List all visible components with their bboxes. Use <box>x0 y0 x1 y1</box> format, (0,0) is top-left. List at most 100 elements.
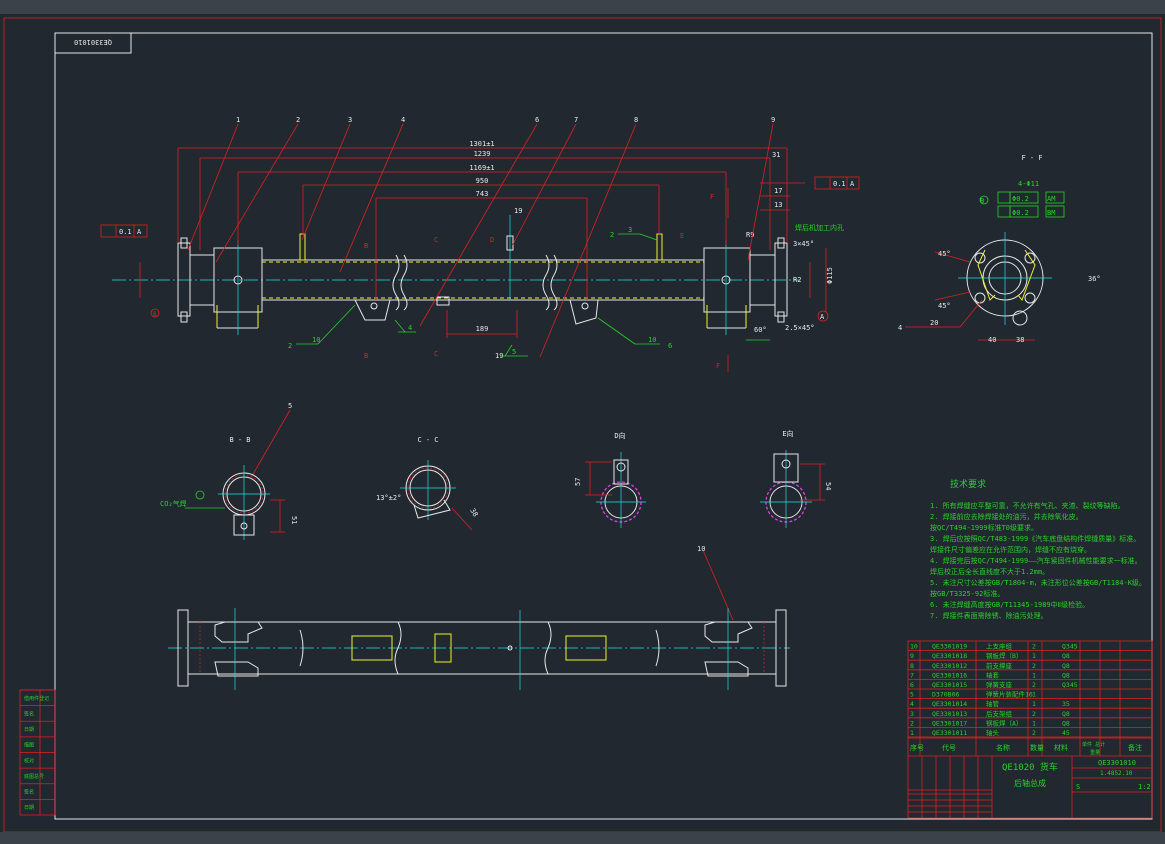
balloon-10: 10 <box>697 545 705 553</box>
dim-d115: Φ115 <box>826 267 834 284</box>
bom-header-weight: 单件 总计 <box>1082 741 1105 748</box>
balloon-2: 2 <box>296 116 300 124</box>
bom-cell-name: 轴套 <box>986 670 1000 679</box>
side-strip-cell: 借用件登记 <box>24 695 49 702</box>
bom-cell-mat: Q8 <box>1062 652 1070 660</box>
bottom-plan-view <box>168 608 790 690</box>
dim-chamfer-25: 2.5×45° <box>785 324 815 332</box>
weld-label-6: 10 <box>648 336 656 344</box>
side-strip-cell: 签名 <box>24 789 34 796</box>
bom-cell-no: 5 <box>910 691 914 699</box>
top-toolbar-strip <box>0 0 1165 14</box>
view-title-bb: B - B <box>229 436 250 444</box>
main-view: B <box>100 116 860 621</box>
bom-cell-qty: 1 <box>1032 652 1036 660</box>
bom-cell-code: QE3301018 <box>932 652 967 660</box>
section-mark-c-top: C <box>434 236 438 244</box>
ff-dim-4: 4 <box>898 324 902 332</box>
weld-label-7: 2 <box>610 231 614 239</box>
bom-cell-qty: 1 <box>1032 691 1036 699</box>
ff-dim-40: 40 <box>988 336 996 344</box>
dim-17: 17 <box>774 187 782 195</box>
bom-cell-code: D370B06 <box>932 691 959 699</box>
bom-header-qty: 数量 <box>1030 743 1044 752</box>
title-scale-code: 1.4852.10 <box>1100 770 1133 777</box>
section-mark-f-top: F <box>710 193 714 201</box>
bom-cell-name: 前支撑座 <box>986 661 1013 670</box>
mirrored-drawing-code: QE3301010 <box>74 38 112 46</box>
title-project: QE1020 货车 <box>1002 761 1058 773</box>
bom-cell-no: 8 <box>910 662 914 670</box>
bom-cell-code: QE3301016 <box>932 671 967 679</box>
tech-item-1: 1. 所有焊缝应平整可靠，不允许有气孔、夹渣、裂纹等缺陷。 <box>930 501 1125 510</box>
bom-cell-code: QE3301014 <box>932 700 967 708</box>
cc-angle: 13°±2° <box>376 494 401 502</box>
section-mark-f-bottom: F <box>716 362 720 370</box>
weld-label-3: 4 <box>408 324 412 332</box>
title-sheet: S <box>1076 783 1080 791</box>
dim-angle: 60° <box>754 326 767 334</box>
tech-item-6: 4. 焊接完后按QC/T494-1999——汽车紧固件机械性能要求一标准。 <box>930 556 1142 565</box>
dim-13: 13 <box>774 201 782 209</box>
position-tol-1: Φ0.2 <box>1012 195 1029 203</box>
dim-19-bottom: 19 <box>495 352 503 360</box>
tech-item-8: 5. 未注尺寸公差按GB/T1804-m，未注形位公差按GB/T1184-K级。 <box>930 578 1146 587</box>
bom-cell-name: 后支架组 <box>986 709 1013 718</box>
bom-header-mat: 材料 <box>1054 743 1068 752</box>
title-block: QE1020 货车 后轴总成 QE3301010 1.4852.10 S 1:2 <box>908 756 1152 818</box>
title-drawing-no: QE3301010 <box>1098 759 1136 767</box>
bom-cell-no: 7 <box>910 671 914 679</box>
bb-dim-51: 51 <box>290 516 298 524</box>
flatness-right-datum: A <box>850 180 855 188</box>
dim-19-top: 19 <box>514 207 522 215</box>
ff-angle-45-top: 45° <box>938 250 951 258</box>
tech-title: 技术要求 <box>950 478 986 490</box>
view-bb: B - B 51 CO₂气焊 <box>160 436 298 540</box>
ff-dim-38: 38 <box>1016 336 1024 344</box>
ff-angle-36: 36° <box>1088 275 1101 283</box>
tech-item-3: 按QC/T494-1999标准T0级要求。 <box>930 523 1038 532</box>
bom-cell-name: 轴头 <box>986 728 1000 737</box>
bom-cell-name: 上支座组 <box>986 642 1013 651</box>
bottom-status-strip <box>0 832 1165 844</box>
bom-cell-mat: 35 <box>1062 700 1070 708</box>
position-mod-bm: BM <box>1047 209 1055 217</box>
bom-cell-mat: 45 <box>1062 729 1070 737</box>
bom-cell-code: QE3301011 <box>932 729 967 737</box>
bom-cell-code: QE3301013 <box>932 710 967 718</box>
datum-circle-label: B <box>153 311 157 318</box>
dim-1239: 1239 <box>474 150 491 158</box>
side-strip-cell: 底图总号 <box>24 773 44 780</box>
bom-cell-qty: 2 <box>1032 643 1036 651</box>
bom-cell-name: 钢板焊（A） <box>986 718 1022 727</box>
bom-cell-qty: 1 <box>1032 719 1036 727</box>
d-dim-57: 57 <box>574 478 582 486</box>
view-e: E向 54 <box>760 429 832 528</box>
datum-b-marker: B <box>980 197 984 205</box>
dim-743: 743 <box>476 190 489 198</box>
bom-header-name: 名称 <box>996 743 1010 752</box>
drawing-frame <box>54 32 1153 820</box>
dim-r2: R2 <box>793 276 801 284</box>
weld-label-2: 3 <box>628 226 632 234</box>
view-title-d: D向 <box>614 431 625 440</box>
tech-requirements: 技术要求 1. 所有焊缝应平整可靠，不允许有气孔、夹渣、裂纹等缺陷。 2. 焊接… <box>930 478 1146 620</box>
dim-chamfer-3: 3×45° <box>793 240 814 248</box>
bom-cell-no: 1 <box>910 729 914 737</box>
bom-cell-qty: 2 <box>1032 662 1036 670</box>
bom-cell-mat: Q8 <box>1062 710 1070 718</box>
flatness-right-value: 0.1 <box>833 180 846 188</box>
flatness-left-datum: A <box>137 228 142 236</box>
code-box-topleft <box>54 32 132 54</box>
view-cc: C - C 38 13°±2° <box>376 436 479 531</box>
side-strip-cell: 签名 <box>24 710 34 717</box>
ff-angle-45-bottom: 45° <box>938 302 951 310</box>
position-mod-am: AM <box>1047 195 1055 203</box>
title-scale: 1:2 <box>1138 783 1151 791</box>
section-mark-b-bottom: B <box>364 352 368 360</box>
bom-cell-no: 3 <box>910 710 914 718</box>
